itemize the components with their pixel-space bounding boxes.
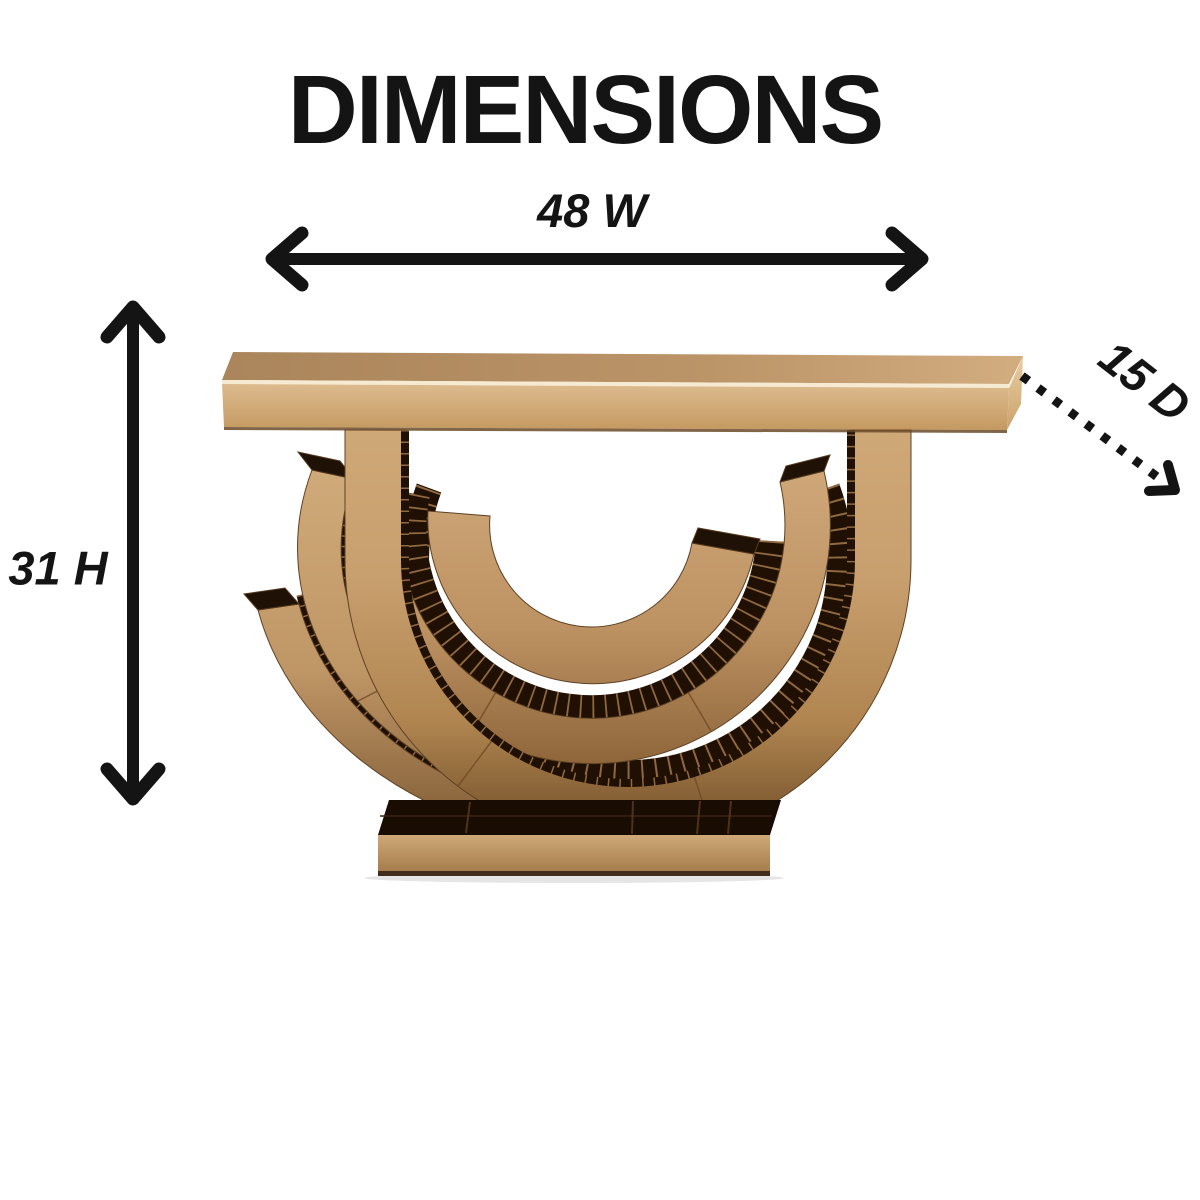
panel-seam [687, 691, 712, 732]
height-arrow-top-head [100, 300, 166, 344]
panel-seam [457, 737, 495, 787]
table-top-right-bevel [1007, 356, 1023, 430]
height-arrow-bottom-head [100, 762, 166, 806]
console-table-image [222, 352, 1023, 883]
page-title: DIMENSIONS [287, 55, 884, 164]
plinth-reflection [696, 800, 701, 835]
width-arrow-left-head [265, 226, 309, 292]
outer-arc-1-step-cap [296, 451, 356, 480]
depth-arrow-head [1144, 460, 1180, 496]
depth-arrow [1019, 372, 1180, 496]
plinth-top-mirror [378, 800, 781, 835]
depth-arrow-dotted-line [1019, 372, 1163, 483]
inner-arc-band-1 [427, 510, 755, 685]
plinth-bottom-edge [378, 871, 770, 876]
dimension-arrows [100, 226, 1180, 806]
inner-arc-1-step-cap [691, 527, 761, 555]
table-top-highlight-edge [222, 380, 1009, 388]
outer-arc-2-step-cap [243, 587, 300, 611]
outer-arc-separator-tiles [296, 594, 537, 810]
plinth-reflection [727, 800, 732, 835]
main-ring [344, 429, 912, 844]
table-top-front-face [222, 384, 1009, 430]
width-dimension-label: 48 W [537, 184, 647, 237]
plinth [364, 800, 784, 883]
ring-inner-tile-ticks [401, 430, 855, 787]
width-arrow [265, 226, 929, 292]
plinth-reflection [465, 801, 471, 834]
plinth-front-face [378, 835, 770, 871]
height-arrow [100, 300, 166, 806]
table-top-surface [222, 352, 1023, 384]
table-top-bottom-edge [224, 427, 1007, 433]
table-top [222, 352, 1023, 433]
mirror-strip-inner-tiles [396, 491, 786, 726]
plinth-reflection [631, 800, 634, 835]
inner-arc-2-step-cap [779, 454, 831, 483]
width-arrow-right-head [885, 226, 929, 292]
height-dimension-label: 31 H [8, 541, 108, 595]
